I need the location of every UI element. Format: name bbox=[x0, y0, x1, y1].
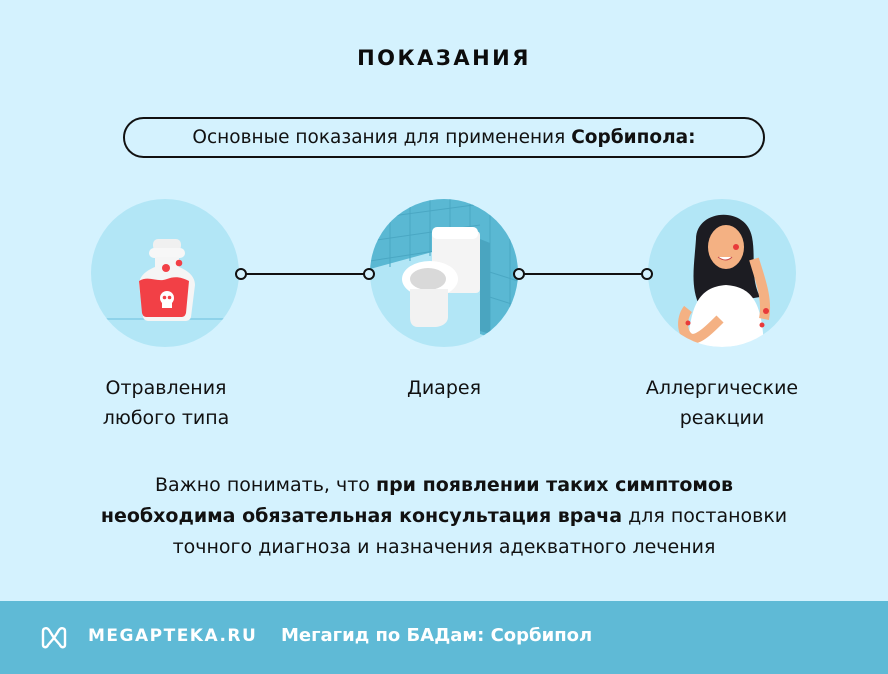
footer-bar bbox=[0, 601, 888, 674]
intro-product-name: Сорбипола: bbox=[571, 127, 696, 148]
note-text: точного диагноза и назначения адекватног… bbox=[172, 536, 716, 558]
allergic-woman-icon bbox=[648, 199, 796, 347]
important-note: Важно понимать, что при появлении таких … bbox=[40, 470, 848, 563]
label-line: Отравления bbox=[105, 377, 227, 399]
page-title: ПОКАЗАНИЯ bbox=[357, 46, 531, 70]
label-line: Аллергические bbox=[645, 377, 799, 399]
label-line: любого типа bbox=[102, 407, 230, 429]
poison-bottle-icon bbox=[91, 199, 239, 347]
note-bold: при появлении таких симптомов bbox=[375, 474, 734, 496]
connector-line-1 bbox=[240, 273, 370, 275]
connector-dot bbox=[641, 268, 653, 280]
label-line: реакции bbox=[679, 407, 765, 429]
intro-text: Основные показания для применения bbox=[192, 127, 566, 148]
note-text: Важно понимать, что bbox=[154, 474, 376, 496]
connector-dot bbox=[363, 268, 375, 280]
brand-name[interactable]: MEGAPTEKA.RU bbox=[88, 626, 258, 646]
label-line: Диарея bbox=[406, 377, 481, 399]
indication-label-poisoning: Отравления любого типа bbox=[56, 373, 276, 433]
note-bold: необходима обязательная консультация вра… bbox=[100, 505, 623, 527]
connector-dot bbox=[235, 268, 247, 280]
toilet-icon bbox=[370, 199, 518, 347]
note-text: для постановки bbox=[622, 505, 788, 527]
intro-banner: Основные показания для применения Сорбип… bbox=[123, 117, 765, 158]
indication-label-diarrhea: Диарея bbox=[334, 373, 554, 403]
footer-caption: Мегагид по БАДам: Сорбипол bbox=[281, 625, 593, 646]
megapteka-logo-icon[interactable] bbox=[39, 625, 69, 653]
indication-label-allergy: Аллергические реакции bbox=[612, 373, 832, 433]
connector-dot bbox=[513, 268, 525, 280]
connector-line-2 bbox=[518, 273, 648, 275]
